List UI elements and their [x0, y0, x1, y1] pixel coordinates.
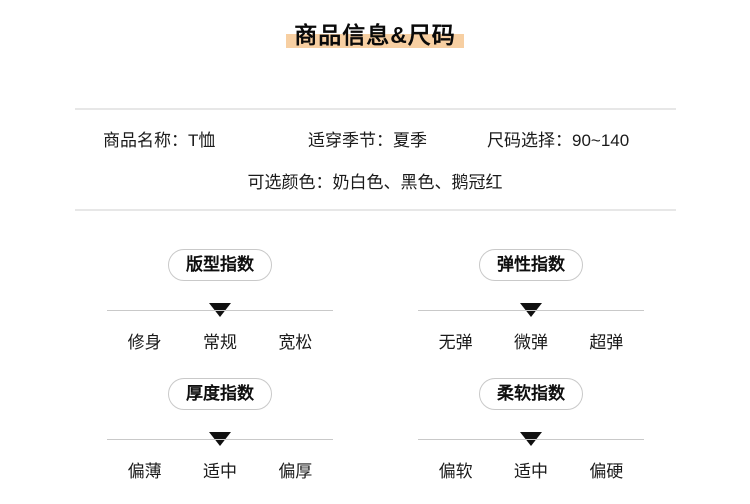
scale-option: 偏硬: [589, 462, 624, 481]
scale-option: 偏薄: [127, 462, 162, 481]
field-product-name-label: 商品名称：: [103, 131, 188, 150]
available-colors-row: 可选颜色：奶白色、黑色、鹅冠红: [247, 173, 503, 192]
scale-labels: 修身 常规 宽松: [107, 328, 333, 353]
scale-line: [418, 310, 644, 311]
scale-option: 适中: [202, 462, 237, 481]
scale-labels: 偏软 适中 偏硬: [418, 457, 644, 482]
divider-top: [75, 108, 676, 110]
field-product-name-value: T恤: [188, 131, 216, 150]
field-size-range-label: 尺码选择：: [487, 131, 572, 150]
field-size-range-value: 90~140: [572, 131, 630, 150]
index-pill-fit: 版型指数: [168, 249, 272, 281]
scale-line: [107, 439, 333, 440]
scale-labels: 无弹 微弹 超弹: [418, 328, 644, 353]
scale-labels: 偏薄 适中 偏厚: [107, 457, 333, 482]
index-pill-softness-label: 柔软指数: [497, 384, 565, 403]
page-title-text: 商品信息&尺码: [286, 20, 464, 50]
page-title: 商品信息&尺码: [0, 20, 750, 50]
scale-option: 微弹: [513, 333, 548, 352]
index-section-elasticity: 弹性指数 无弹 微弹 超弹: [418, 249, 644, 354]
scale-option: 超弹: [589, 333, 624, 352]
index-pill-thickness: 厚度指数: [168, 378, 272, 410]
scale-option: 偏软: [438, 462, 473, 481]
field-season: 适穿季节：夏季: [308, 131, 427, 151]
index-section-thickness: 厚度指数 偏薄 适中 偏厚: [107, 378, 333, 483]
field-product-name: 商品名称：T恤: [103, 131, 215, 151]
index-pill-elasticity: 弹性指数: [479, 249, 583, 281]
scale-option: 宽松: [278, 333, 313, 352]
index-pill-elasticity-label: 弹性指数: [497, 255, 565, 274]
scale-line: [418, 439, 644, 440]
index-pill-fit-label: 版型指数: [186, 255, 254, 274]
scale-option: 无弹: [438, 333, 473, 352]
scale-option: 适中: [513, 462, 548, 481]
index-section-softness: 柔软指数 偏软 适中 偏硬: [418, 378, 644, 483]
scale-line: [107, 310, 333, 311]
index-section-fit: 版型指数 修身 常规 宽松: [107, 249, 333, 354]
field-size-range: 尺码选择：90~140: [487, 131, 629, 151]
field-season-label: 适穿季节：: [308, 131, 393, 150]
divider-bottom: [75, 209, 676, 211]
scale-option: 修身: [127, 333, 162, 352]
index-pill-thickness-label: 厚度指数: [186, 384, 254, 403]
scale-option: 偏厚: [278, 462, 313, 481]
field-season-value: 夏季: [393, 131, 427, 150]
index-pill-softness: 柔软指数: [479, 378, 583, 410]
scale-option: 常规: [202, 333, 237, 352]
